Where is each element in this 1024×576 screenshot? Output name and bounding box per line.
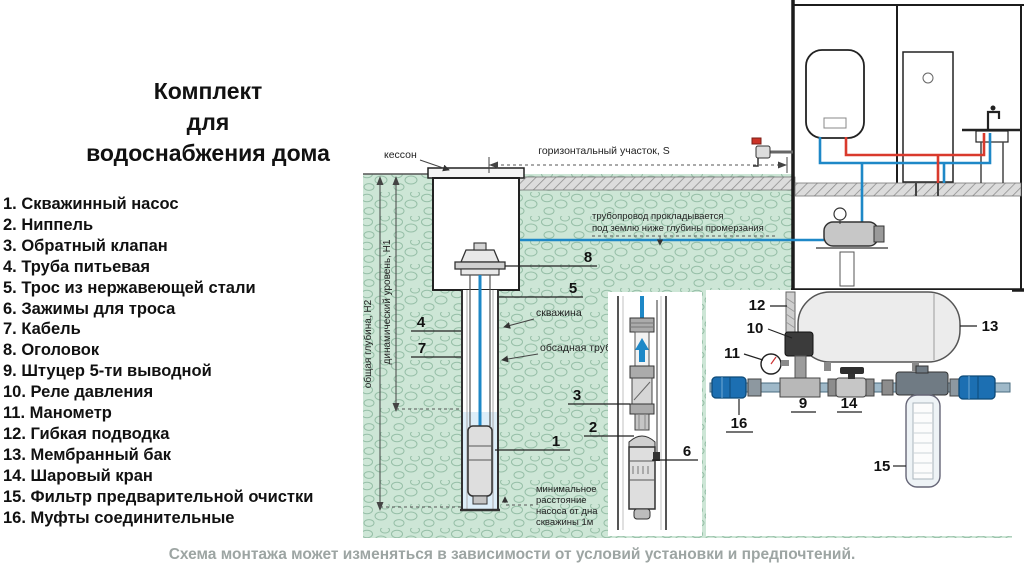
footer-note: Схема монтажа может изменяться в зависим… [168,546,856,563]
water-heater [805,49,865,139]
parts-list-item: 15. Фильтр предварительной очистки [3,487,314,506]
parts-list-item: 2. Ниппель [3,215,94,234]
boiler-cabinet [902,51,954,196]
callout-4: 4 [417,314,426,331]
depth-measures: общая глубина, Н2 динамический уровень, … [362,176,461,511]
callout-2: 2 [589,419,597,436]
horizontal-section-measure: горизонтальный участок, S [488,145,788,173]
casing-arrow [501,353,539,363]
callout-9: 9 [799,395,807,412]
coupling-right [949,375,996,400]
page-title: Комплект для водоснабжения дома [38,76,378,169]
parts-list-item: 7. Кабель [3,320,81,339]
pump-body [628,446,656,510]
callout-7: 7 [418,340,426,357]
callout-3: 3 [573,387,581,404]
pipeline-note-line1: трубопровод прокладывается [592,211,724,222]
parts-list-item: 16. Муфты соединительные [3,508,235,527]
caisson-label: кессон [384,149,417,161]
five-way-fitting [779,377,821,398]
valve-handle [840,367,864,374]
hot-water-pipes [844,133,986,183]
outdoor-tap [751,137,793,167]
page-title-line: Комплект [153,78,263,104]
tap-handle [751,137,762,145]
pump-detail-inset [608,292,702,536]
pre-filter [895,365,949,488]
min-distance-note: минимальное расстояние насоса от дна скв… [501,484,598,528]
pressure-gauge [760,353,789,375]
callout-5: 5 [569,280,577,297]
borehole-arrow [503,318,535,329]
pump-station [816,207,888,287]
parts-list-item: 9. Штуцер 5-ти выводной [3,362,212,381]
equipment-inset [706,290,1012,536]
ground-surface [518,176,796,191]
callouts: 8 5 4 7 1 3 2 6 12 10 11 16 9 [411,249,998,475]
min-distance-line1: минимальное [536,484,597,495]
parts-list-item: 5. Трос из нержавеющей стали [3,278,256,297]
ball-valve [827,367,894,398]
callout-11: 11 [724,345,740,362]
callout-1: 1 [552,433,560,450]
parts-list-item: 8. Оголовок [3,341,100,360]
flexible-hose [785,291,796,333]
callout-14: 14 [841,395,858,412]
membrane-tank [797,291,961,371]
callout-10: 10 [747,320,764,337]
min-distance-line4: скважины 1м [536,517,593,528]
total-depth-label: общая глубина, Н2 [362,299,374,388]
horizontal-section-label: горизонтальный участок, S [538,145,670,157]
min-distance-line3: насоса от дна [536,506,598,517]
borehole-pump [467,425,493,505]
station-gauge-icon [833,207,847,221]
callout-8: 8 [584,249,592,266]
parts-list-item: 13. Мембранный бак [3,445,172,464]
borehole-label: скважина [536,307,582,319]
parts-list-item: 14. Шаровый кран [3,466,153,485]
pressure-relay [784,331,814,357]
parts-list-item: 10. Реле давления [3,383,154,402]
casing-pipe-label: обсадная труба [540,342,617,354]
callout-15: 15 [874,458,891,475]
parts-list-item: 1. Скважинный насос [3,195,179,213]
min-distance-line2: расстояние [536,495,587,506]
pipeline-note-line2: под землю ниже глубины промерзания [592,223,764,234]
parts-list-item: 3. Обратный клапан [3,236,168,255]
coupling-left [711,376,762,399]
callout-6: 6 [683,443,691,460]
sink [962,105,1021,183]
dynamic-level-label: динамический уровень, Н1 [382,239,393,364]
page-title-line: для [186,109,230,135]
caisson-arrow [419,159,450,172]
flow-arrow-icon [635,338,649,362]
house-floor [794,182,1022,197]
callout-16: 16 [731,415,748,432]
parts-list-item: 6. Зажимы для троса [3,299,176,318]
parts-list-item: 11. Манометр [3,404,112,423]
cable-clamp [653,452,660,461]
pipeline-note: трубопровод прокладывается под землю ниж… [592,211,778,246]
faucet-icon [986,110,1001,130]
parts-list: 1. Скважинный насос 2. Ниппель 3. Обратн… [3,194,363,529]
parts-list-item: 4. Труба питьевая [3,257,151,276]
callout-13: 13 [982,318,999,335]
well-drop-pipes [469,275,491,426]
callout-12: 12 [749,297,766,314]
page-title-line: водоснабжения дома [86,140,330,166]
wellhead [454,242,506,276]
parts-list-item: 12. Гибкая подводка [3,424,170,443]
nipple [634,413,650,431]
